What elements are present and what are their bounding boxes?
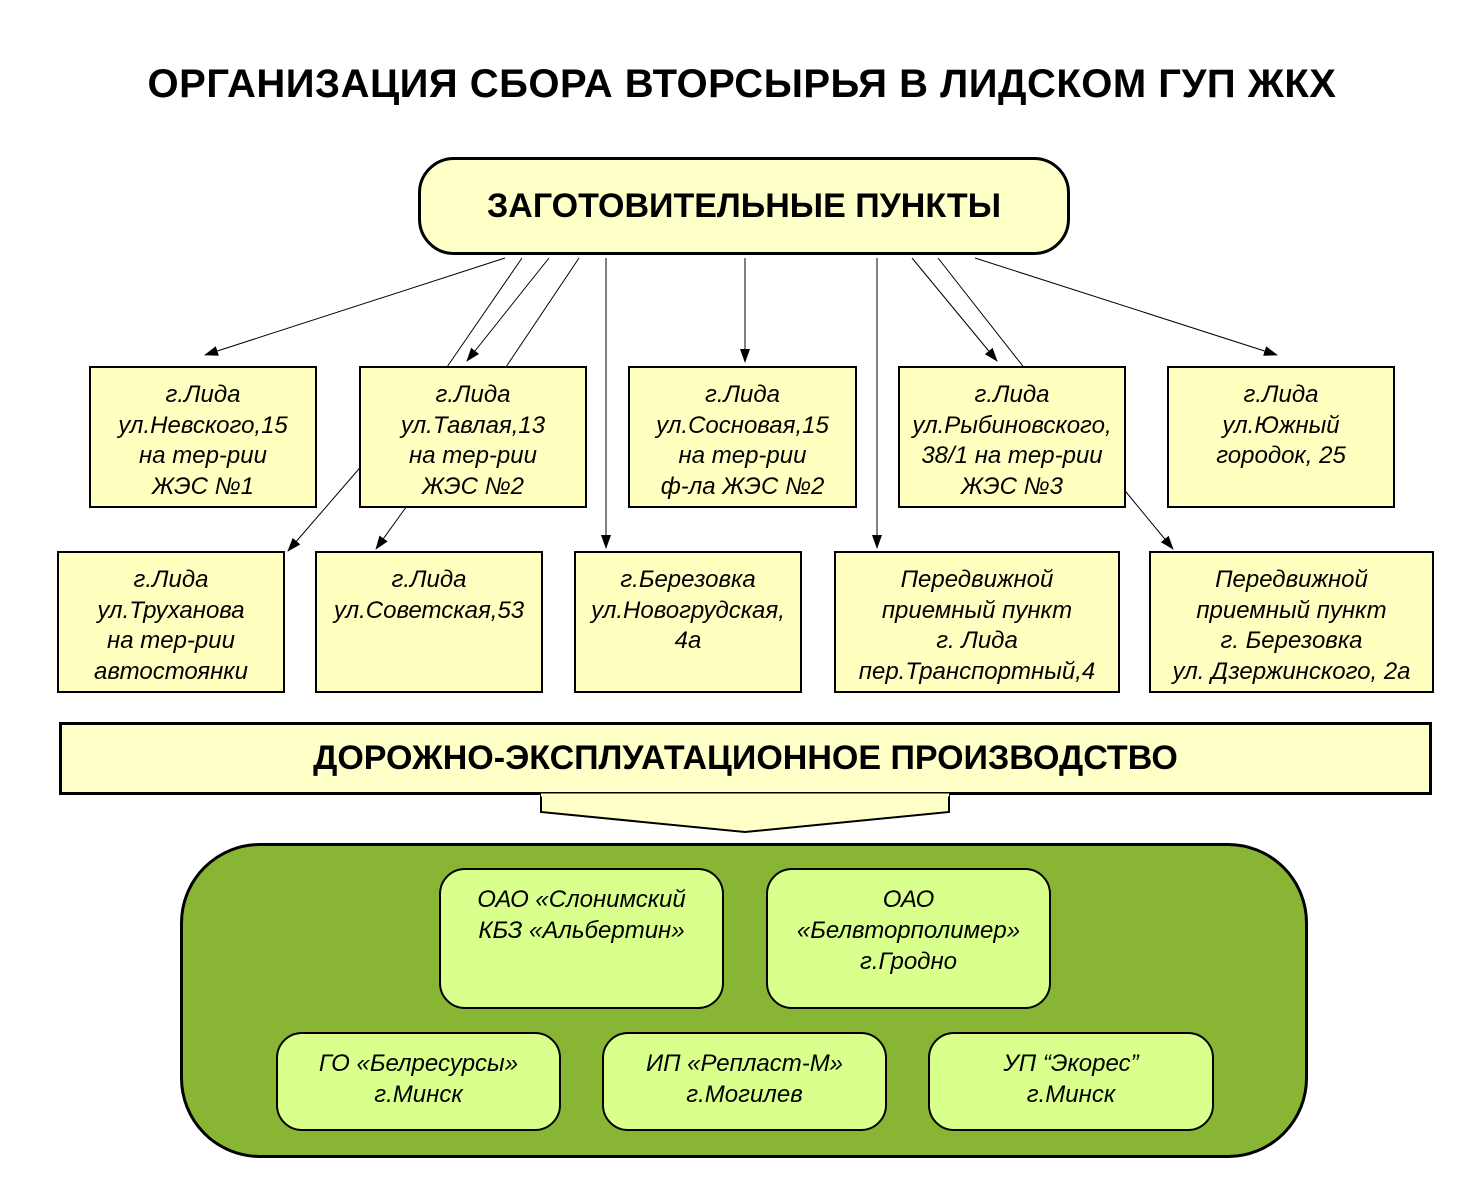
point-line: г.Березовка	[620, 566, 756, 593]
point-rybinovskogo: г.Лида ул.Рыбиновского, 38/1 на тер-рии …	[898, 366, 1126, 508]
point-line: г. Лида	[936, 627, 1018, 654]
point-line: ул.Советская,53	[333, 596, 525, 624]
point-line: приемный пункт	[881, 596, 1073, 624]
point-line: г.Лида	[391, 566, 467, 593]
point-tavlaya: г.Лида ул.Тавлая,13 на тер-рии ЖЭС №2	[359, 366, 587, 508]
point-line: Передвижной	[900, 566, 1054, 593]
point-mobile-lida: Передвижной приемный пункт г. Лида пер.Т…	[834, 551, 1120, 693]
point-line: ул.Невского,15	[118, 411, 288, 439]
point-line: г.Лида	[435, 381, 511, 408]
point-berezovka-novogrudskaya: г.Березовка ул.Новогрудская, 4а	[574, 551, 802, 693]
point-sosnovaya: г.Лида ул.Сосновая,15 на тер-рии ф-ла ЖЭ…	[628, 366, 857, 508]
point-line: ул.Тавлая,13	[400, 411, 546, 439]
point-line: автостоянки	[94, 657, 248, 685]
recipient-line: ИП «Репласт-М»	[645, 1050, 844, 1077]
point-line: 4а	[674, 627, 702, 654]
recipient-line: г.Минск	[374, 1081, 463, 1108]
recipient-line: ОАО «Слонимский	[477, 886, 686, 913]
point-line: г. Березовка	[1220, 627, 1363, 654]
point-line: г.Лида	[974, 381, 1050, 408]
arrow-to-point-tavlaya	[466, 257, 550, 362]
point-line: ул.Новогрудская,	[591, 596, 785, 624]
point-line: ул.Рыбиновского,	[912, 411, 1112, 439]
road-production-bar: ДОРОЖНО-ЭКСПЛУАТАЦИОННОЕ ПРОИЗВОДСТВО	[59, 722, 1432, 795]
recipient-line: г.Минск	[1026, 1081, 1116, 1108]
point-line: г.Лида	[165, 381, 241, 408]
recipient-line: УП “Экорес”	[1003, 1050, 1139, 1077]
recipient-replast: ИП «Репласт-М» г.Могилев	[602, 1032, 887, 1131]
point-line: пер.Транспортный,4	[858, 657, 1096, 685]
point-line: Передвижной	[1215, 566, 1368, 593]
page-title: ОРГАНИЗАЦИЯ СБОРА ВТОРСЫРЬЯ В ЛИДСКОМ ГУ…	[147, 62, 1337, 106]
point-line: на тер-рии	[107, 627, 235, 654]
recipient-line: «Белвторполимер»	[796, 917, 1021, 944]
point-mobile-berezovka: Передвижной приемный пункт г. Березовка …	[1149, 551, 1434, 693]
point-line: ЖЭС №2	[422, 472, 524, 500]
recipient-line: КБЗ «Альбертин»	[478, 917, 685, 944]
point-line: на тер-рии	[139, 442, 267, 469]
recipient-ekores: УП “Экорес” г.Минск	[928, 1032, 1214, 1131]
recipient-belvtorpolimer: ОАО «Белвторполимер» г.Гродно	[766, 868, 1051, 1009]
arrow-to-point-rybinovskogo	[911, 257, 998, 362]
point-line: г.Лида	[705, 381, 780, 408]
point-line: 38/1 на тер-рии	[921, 442, 1103, 469]
recipient-slonimsky: ОАО «Слонимский КБЗ «Альбертин»	[439, 868, 724, 1009]
point-sovetskaya: г.Лида ул.Советская,53	[315, 551, 543, 693]
recipient-line: ГО «Белресурсы»	[318, 1050, 519, 1077]
recipient-line: г.Могилев	[686, 1081, 803, 1108]
point-trukhanova: г.Лида ул.Труханова на тер-рии автостоян…	[57, 551, 285, 693]
arrow-to-point-nevskogo	[204, 257, 506, 356]
point-line: ул.Южный	[1222, 411, 1340, 439]
point-line: ул.Труханова	[97, 596, 245, 624]
point-nevskogo: г.Лида ул.Невского,15 на тер-рии ЖЭС №1	[89, 366, 317, 508]
recipient-line: ОАО	[882, 886, 935, 913]
point-yuzhny: г.Лида ул.Южный городок, 25	[1167, 366, 1395, 508]
point-line: ЖЭС №1	[152, 472, 254, 500]
recipient-belresursy: ГО «Белресурсы» г.Минск	[276, 1032, 561, 1131]
arrow-to-point-yuzhny	[974, 257, 1278, 356]
point-line: на тер-рии	[678, 442, 807, 469]
point-line: г.Лида	[133, 566, 209, 593]
collection-points-header: ЗАГОТОВИТЕЛЬНЫЕ ПУНКТЫ	[418, 157, 1070, 255]
recipient-line: г.Гродно	[859, 948, 958, 975]
point-line: ф-ла ЖЭС №2	[660, 472, 825, 500]
point-line: на тер-рии	[409, 442, 537, 469]
point-line: г.Лида	[1243, 381, 1319, 408]
point-line: ул.Сосновая,15	[656, 411, 829, 439]
point-line: городок, 25	[1216, 442, 1346, 469]
point-line: приемный пункт	[1196, 596, 1387, 624]
point-line: ул. Дзержинского, 2а	[1172, 657, 1411, 685]
point-line: ЖЭС №3	[961, 472, 1063, 500]
